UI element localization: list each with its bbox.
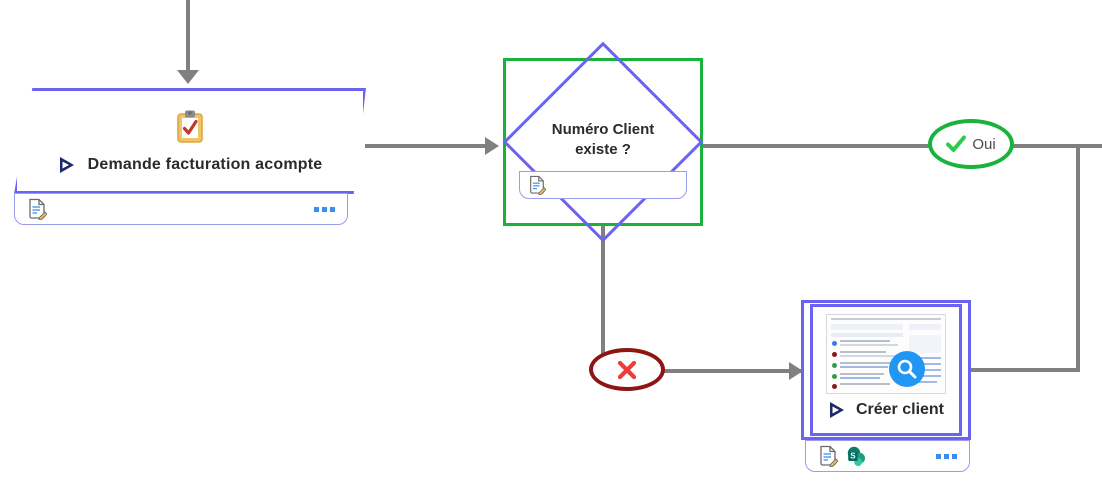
task-node-content: Demande facturation acompte — [14, 88, 366, 194]
connector-task1-to-decision — [365, 144, 487, 148]
magnifier-icon — [889, 351, 925, 387]
connector-right-rail-to-creer-client — [971, 368, 1080, 372]
creer-client-title: Créer client — [855, 401, 945, 418]
svg-text:S: S — [850, 452, 856, 461]
footer-icon-group: S — [818, 445, 866, 467]
connector-decision-down — [601, 226, 605, 372]
more-options-icon[interactable] — [314, 206, 335, 212]
sharepoint-icon[interactable]: S — [846, 446, 866, 466]
arrowhead-into-task1 — [177, 70, 199, 84]
node-footer-creer-client[interactable]: S — [805, 440, 970, 472]
branch-badge-yes-label: Oui — [972, 135, 996, 153]
creer-client-title-row: Créer client — [828, 400, 944, 420]
check-icon — [946, 135, 967, 152]
clipboard-check-icon — [177, 110, 203, 143]
cross-icon — [617, 360, 637, 379]
play-icon — [829, 402, 844, 418]
node-demande-facturation-acompte[interactable]: Demande facturation acompte — [14, 88, 366, 194]
arrowhead-into-decision — [485, 137, 499, 155]
task-node-title-row: Demande facturation acompte — [58, 155, 323, 175]
more-options-icon[interactable] — [936, 453, 957, 459]
connector-decision-to-yes — [702, 144, 930, 148]
document-edit-icon[interactable] — [27, 198, 47, 220]
footer-icon-group — [27, 198, 47, 220]
node-footer-demande-facturation[interactable] — [14, 193, 348, 225]
play-icon — [59, 157, 74, 173]
connector-right-rail-vertical — [1076, 144, 1080, 372]
creer-client-thumbnail — [826, 314, 946, 394]
document-edit-icon[interactable] — [528, 175, 546, 195]
connector-incoming-top — [186, 0, 190, 72]
arrowhead-into-creer-client — [789, 362, 803, 380]
branch-badge-no[interactable] — [589, 348, 665, 391]
task-node-title: Demande facturation acompte — [87, 156, 323, 173]
connector-no-to-creer-client — [601, 369, 801, 373]
branch-badge-yes[interactable]: Oui — [928, 119, 1014, 169]
decision-node-footer[interactable] — [519, 171, 687, 199]
node-numero-client-existe[interactable]: Numéro Client existe ? — [502, 41, 704, 243]
document-edit-icon[interactable] — [818, 445, 838, 467]
node-creer-client[interactable]: Créer client — [801, 300, 971, 440]
creer-client-body: Créer client — [810, 304, 962, 436]
connector-yes-to-right-rail — [1013, 144, 1102, 148]
